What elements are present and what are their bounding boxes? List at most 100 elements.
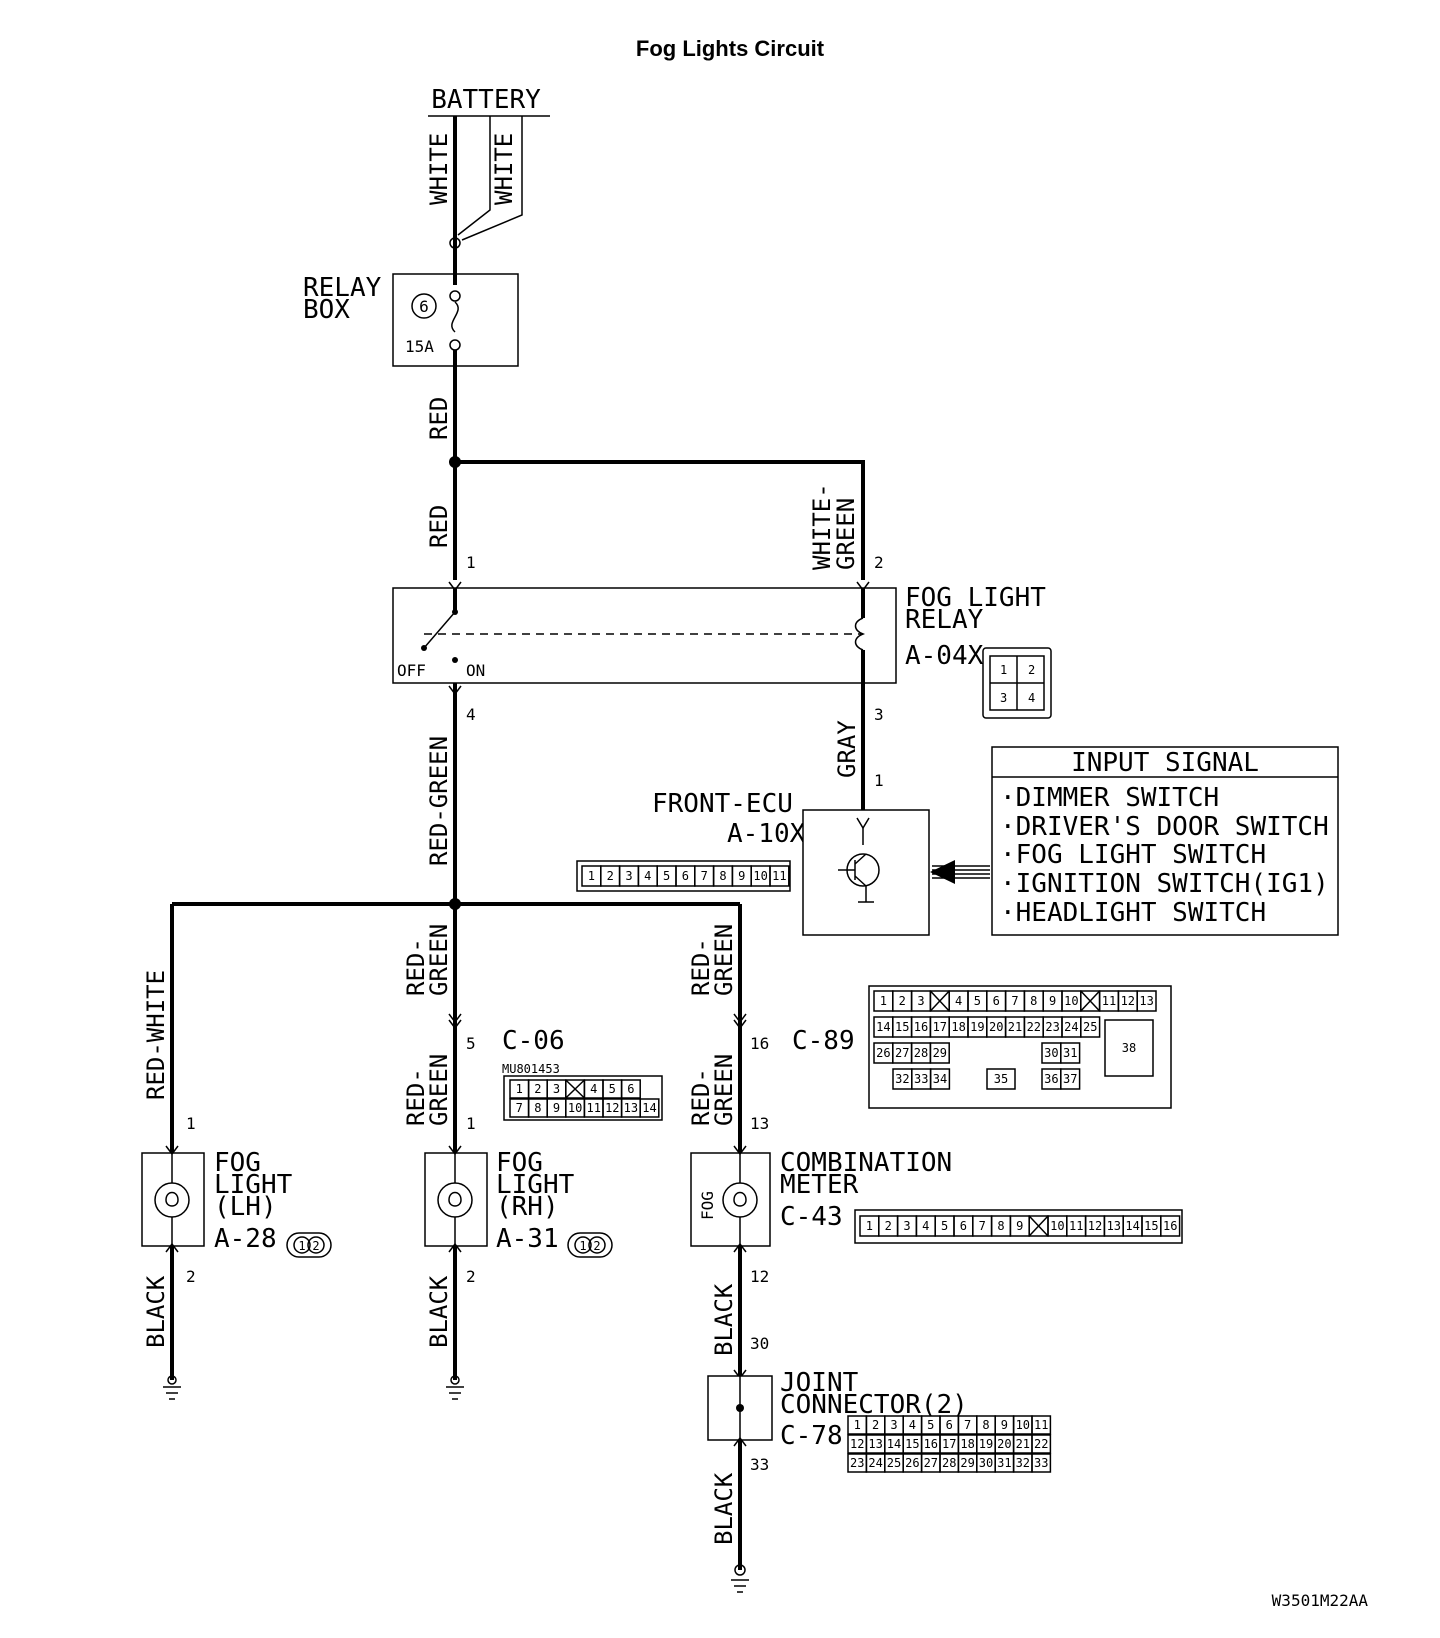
c06-connector-row1-pin: 1 [516, 1082, 523, 1096]
c89-connector-row2-pin: 15 [895, 1020, 909, 1034]
joint-connector-row1-pin: 4 [909, 1418, 916, 1432]
c89-connector-row1-blank [1080, 990, 1101, 1012]
fog-rh-pin-2-marker [448, 1242, 462, 1253]
fog-rh-label-1: FOG [496, 1148, 543, 1178]
c06-connector-outer [503, 1075, 663, 1121]
meter-connector-pin: 16 [1163, 1219, 1177, 1233]
c89-connector-row3a-pin: 28 [914, 1046, 928, 1060]
c06-connector-row2-pin: 14 [642, 1101, 656, 1115]
c89-connector-outer [868, 985, 1172, 1109]
c06-code: C-06 [502, 1026, 565, 1056]
meter-connector-pin: 1 [866, 1219, 873, 1233]
joint-pin-33-marker [733, 1436, 747, 1447]
wire-label-red-white: RED-WHITE [142, 970, 170, 1100]
joint-connector-row2-pin: 13 [868, 1437, 882, 1451]
c06-connector-row2-pin: 8 [534, 1101, 541, 1115]
wire-label-black-joint: BLACK [710, 1472, 738, 1545]
relay-connector-outer [982, 647, 1052, 719]
c89-connector-row1-cell [1136, 990, 1157, 1012]
joint-connector-row3-pin: 28 [942, 1456, 956, 1470]
wire-label-black-meter: BLACK [710, 1283, 738, 1356]
meter-connector-pin: 8 [997, 1219, 1004, 1233]
c89-connector-row2-pin: 17 [933, 1020, 947, 1034]
front-ecu-connector-pin: 3 [625, 869, 632, 883]
fuse-terminal-top [449, 237, 461, 249]
fog-relay-label-1: FOG LIGHT [905, 583, 1046, 613]
relay-contact-off [421, 645, 427, 651]
fog-rh-connector-pin-2-label: 2 [593, 1239, 600, 1253]
meter-label-2: METER [780, 1170, 859, 1200]
c89-connector-row4c-cell [1060, 1068, 1081, 1090]
fog-rh-pin-2: 2 [466, 1267, 476, 1286]
front-ecu-connector-outer [576, 860, 791, 892]
fuse-number: 6 [419, 297, 429, 316]
fog-rh-filament [448, 1191, 462, 1207]
wire-label-white-green-2: GREEN [832, 498, 860, 570]
c89-connector-row4a-pin: 34 [933, 1072, 947, 1086]
joint-connector-row1-pin: 5 [927, 1418, 934, 1432]
joint-connector-row2-pin: 19 [979, 1437, 993, 1451]
relay-pin-4: 4 [466, 705, 476, 724]
meter-connector-pin: 4 [922, 1219, 929, 1233]
ecu-transistor-emitter [854, 875, 867, 887]
c89-connector-big-pin: 38 [1122, 1041, 1136, 1055]
relay-coil-symbol [854, 617, 866, 651]
c89-connector-row1-pin: 10 [1064, 994, 1078, 1008]
meter-pin-12: 12 [750, 1267, 769, 1286]
c89-connector-row2-pin: 25 [1083, 1020, 1097, 1034]
c89-connector-row2-pin: 16 [914, 1020, 928, 1034]
relay-box-label-2: BOX [303, 295, 350, 325]
wire-label-red-green-c-2: GREEN [710, 924, 738, 996]
front-ecu-connector-pin: 6 [682, 869, 689, 883]
ground-joint-terminal [734, 1564, 746, 1576]
joint-connector-row1-pin: 8 [982, 1418, 989, 1432]
input-signal-item-4: ·IGNITION SWITCH(IG1) [1000, 869, 1329, 899]
fog-rh-label-2: LIGHT [496, 1170, 575, 1200]
c89-connector-row3a-cell [929, 1042, 950, 1064]
joint-connector-row1-pin: 10 [1016, 1418, 1030, 1432]
front-ecu-connector-pin: 7 [701, 869, 708, 883]
c89-connector-row1-pin: 4 [955, 994, 962, 1008]
c89-connector-row3b-pin: 31 [1063, 1046, 1077, 1060]
c89-connector-row1-pin: 13 [1139, 994, 1153, 1008]
fog-rh-connector-pin-1-label: 1 [579, 1239, 586, 1253]
c89-connector-row3a-pin: 29 [933, 1046, 947, 1060]
c89-connector-row2-pin: 20 [989, 1020, 1003, 1034]
wire-label-black-rh: BLACK [425, 1275, 453, 1348]
fog-lh-connector-pin-2 [307, 1236, 325, 1254]
fog-light-relay-box [392, 587, 897, 684]
wire-label-white-green-1: WHITE- [808, 483, 836, 570]
relay-contact-on [452, 657, 458, 663]
front-ecu-connector-pin: 10 [753, 869, 767, 883]
c89-connector-row1-pin: 12 [1121, 994, 1135, 1008]
fog-lh-code: A-28 [214, 1224, 277, 1254]
wire-label-red-green-a-2: GREEN [425, 924, 453, 996]
battery-label: BATTERY [431, 85, 541, 115]
front-ecu-connector-pin: 8 [719, 869, 726, 883]
fuse-number-circle [411, 293, 437, 319]
figure-code: W3501M22AA [1272, 1591, 1369, 1610]
relay-pin-3: 3 [874, 705, 884, 724]
c06-pin-top: 5 [466, 1034, 476, 1053]
c06-connector-row2-pin: 7 [516, 1101, 523, 1115]
c89-connector-row1-pin: 9 [1049, 994, 1056, 1008]
c89-connector-row3b-pin: 30 [1044, 1046, 1058, 1060]
joint-pin-top: 30 [750, 1334, 769, 1353]
c89-connector-row4c-pin: 36 [1044, 1072, 1058, 1086]
c89-connector-row2-pin: 18 [951, 1020, 965, 1034]
meter-connector-pin: 10 [1050, 1219, 1064, 1233]
joint-pin-bottom: 33 [750, 1455, 769, 1474]
c89-connector-row1-pin: 7 [1011, 994, 1018, 1008]
joint-connector-row2-pin: 20 [997, 1437, 1011, 1451]
joint-connector-row1-pin: 9 [1001, 1418, 1008, 1432]
meter-connector-cell [1160, 1215, 1181, 1237]
c89-connector-row1-pin: 11 [1102, 994, 1116, 1008]
wire-label-red-green-d-1: RED- [687, 1068, 715, 1126]
front-ecu-connector-pin: 1 [588, 869, 595, 883]
c89-pin-top: 16 [750, 1034, 769, 1053]
fog-rh-connector-pin-1 [574, 1236, 592, 1254]
meter-connector-pin: 2 [885, 1219, 892, 1233]
meter-code: C-43 [780, 1202, 843, 1232]
